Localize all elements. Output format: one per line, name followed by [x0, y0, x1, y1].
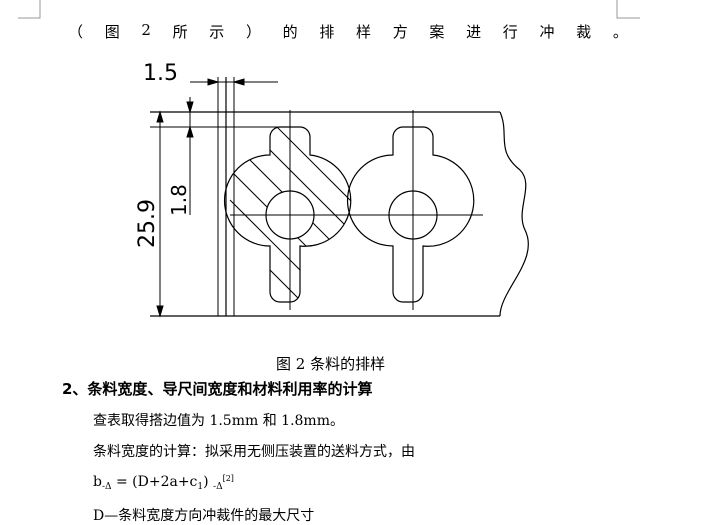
char: 的 [282, 23, 298, 41]
page-corner-marks [18, 0, 640, 19]
paragraph-definition-d: D—条料宽度方向冲裁件的最大尺寸 [93, 508, 315, 524]
strip-layout-drawing: 1.5 25.9 1.8 [135, 61, 529, 318]
formula-lhs-sub: -Δ [101, 482, 112, 492]
dimension-lines [150, 77, 300, 318]
section-heading: 2、条料宽度、导尺间宽度和材料利用率的计算 [62, 380, 373, 398]
formula-rhs: ) [203, 474, 214, 490]
char: 裁 [576, 23, 592, 41]
char: 行 [502, 23, 518, 41]
char: 图 [104, 23, 120, 41]
char: 样 [356, 23, 372, 41]
char: 2 [141, 21, 151, 39]
paragraph-strip-width: 条料宽度的计算：拟采用无侧压装置的送料方式，由 [93, 444, 415, 460]
char: 进 [466, 23, 482, 41]
char: 冲 [539, 23, 555, 41]
formula-eq: = (D+2a+c [111, 474, 198, 490]
char: ） [245, 23, 261, 41]
char: （ [68, 23, 84, 41]
formula-c-sub: 1 [197, 482, 204, 492]
char: 所 [172, 23, 188, 41]
formula-strip-width: b-Δ = (D+2a+c1) -Δ[2] [93, 474, 234, 492]
dim-label-gap: 1.5 [143, 61, 178, 86]
blank-part-2 [346, 110, 483, 310]
char: 排 [319, 23, 335, 41]
char: 。 [612, 23, 628, 41]
char: 示 [209, 23, 225, 41]
dim-label-edge: 1.8 [167, 184, 191, 216]
text-line-top: （ 图 2 所 示 ） 的 排 样 方 案 进 行 冲 裁 。 [68, 21, 628, 42]
dim-label-width: 25.9 [135, 199, 160, 248]
blank-part-1 [223, 110, 355, 310]
strip-outline [150, 77, 529, 317]
formula-rhs-sub: -Δ [213, 482, 223, 492]
formula-ref: [2] [222, 474, 234, 483]
figure-caption: 图 2 条料的排样 [276, 355, 386, 373]
paragraph-overlap: 查表取得搭边值为 1.5mm 和 1.8mm。 [93, 413, 344, 429]
formula-lhs: b [93, 474, 102, 490]
char: 方 [392, 23, 408, 41]
char: 案 [429, 23, 445, 41]
